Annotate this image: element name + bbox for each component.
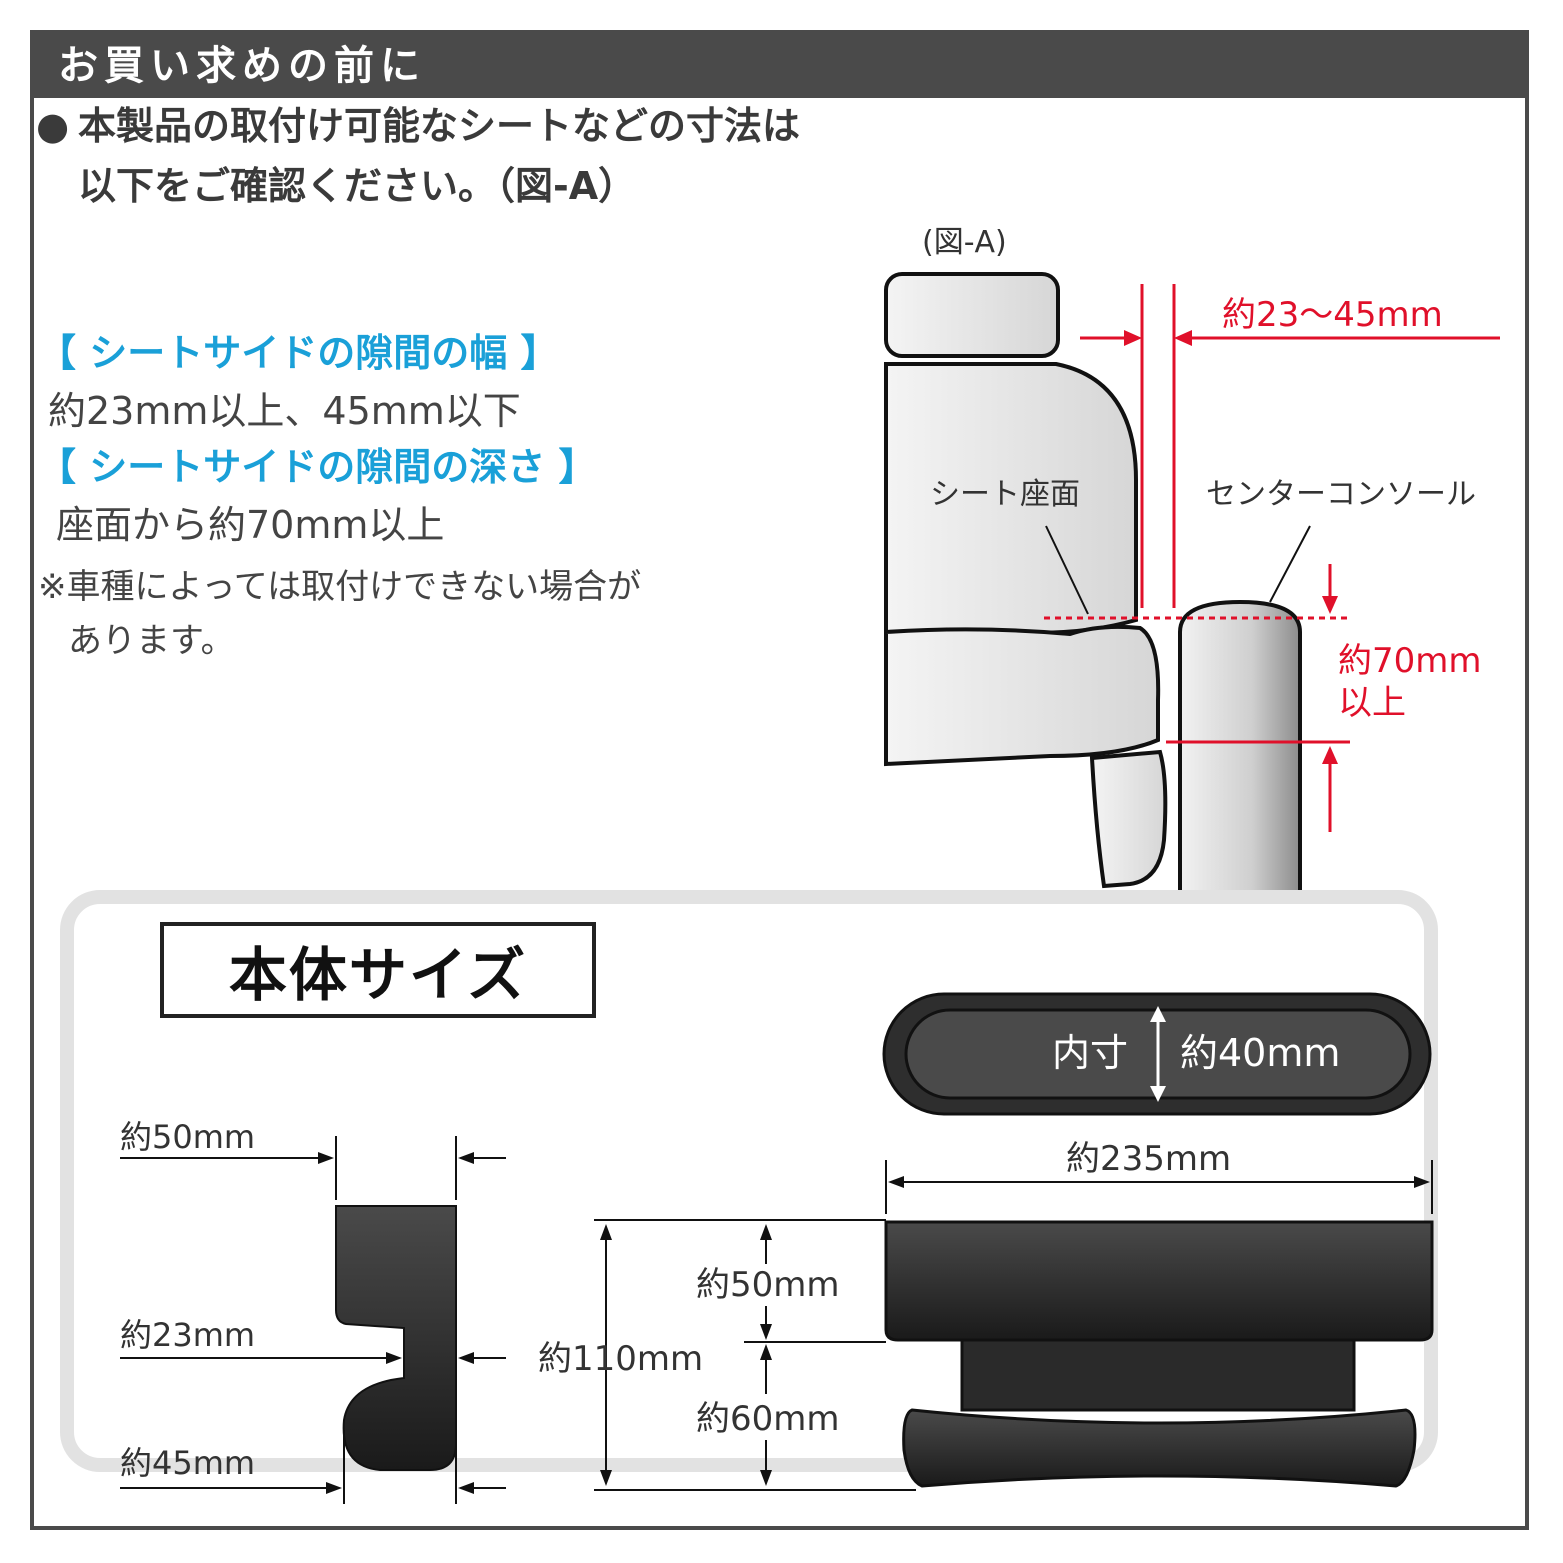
side-top-arrowhead-left [318,1152,334,1164]
total-arrowhead-bottom [600,1470,612,1486]
seat-surface-leader [1045,525,1089,615]
inner-size-label: 内寸 [1052,1031,1128,1075]
total-height-label: 約110mm [538,1339,703,1379]
console-leader [1269,525,1311,603]
seat-surface-label: シート座面 [930,477,1080,512]
note-line-1: ※車種によっては取付けできない場合が [38,567,642,607]
gap-arrowhead-right [1174,330,1192,346]
front-upper-block [884,1220,1434,1342]
inner-arrowhead-top [1150,1006,1166,1022]
depth-arrowhead-top [1322,596,1338,614]
side-gap-arrowhead-left [386,1352,402,1364]
side-gap-arrowhead-right [458,1352,474,1364]
bullet-icon: ● [36,104,70,148]
body-size-title: 本体サイズ [228,941,528,1009]
intro-line-2: 以下をご確認ください。（図-A） [78,164,637,208]
front-width-arrowhead-left [888,1176,904,1188]
note-line-2: あります。 [68,621,235,661]
side-top-arrowhead-right [458,1152,474,1164]
side-profile [335,1205,457,1471]
gap-arrowhead-left [1124,330,1142,346]
depth-arrowhead-bottom [1322,746,1338,764]
lower-arrowhead-top [760,1344,772,1360]
side-bottom-width-label: 約45mm [120,1444,255,1482]
front-width-label: 約235mm [1066,1139,1231,1179]
depth-label-1: 約70mm [1338,641,1482,681]
side-top-width-label: 約50mm [120,1118,255,1156]
compatibility-note: ※車種によっては取付けできない場合が あります。 [38,560,641,668]
front-width-arrowhead-right [1414,1176,1430,1188]
figure-a-caption: (図-A) [922,225,1007,260]
upper-arrowhead-bottom [760,1324,772,1340]
center-console [1178,599,1302,896]
headrest [884,272,1060,358]
lower-height-label: 約60mm [696,1399,840,1439]
depth-label-2: 以上 [1338,683,1406,723]
console-label: センターコンソール [1206,477,1476,512]
body-size-title-box: 本体サイズ [160,922,596,1018]
header-title: お買い求めの前に [58,43,426,89]
total-arrowhead-top [600,1224,612,1240]
upper-arrowhead-top [760,1224,772,1240]
gap-width-value: 約23mm以上、45mm以下 [48,389,521,433]
gap-depth-heading: 【 シートサイドの隙間の深さ 】 [38,445,597,489]
side-gap-label: 約23mm [120,1316,255,1354]
intro-line-1: 本製品の取付け可能なシートなどの寸法は [78,104,801,148]
front-middle-block [960,1338,1356,1412]
gap-width-label: 約23〜45mm [1222,295,1443,335]
gap-width-heading: 【 シートサイドの隙間の幅 】 [38,331,559,375]
inner-size-value: 約40mm [1180,1031,1340,1075]
side-bottom-arrowhead-right [458,1482,474,1494]
seat-base [1089,749,1168,889]
upper-height-label: 約50mm [696,1265,840,1305]
seat-cushion [884,624,1161,767]
header-bar: お買い求めの前に [34,34,1525,98]
lower-arrowhead-bottom [760,1470,772,1486]
front-lower-block [902,1408,1417,1488]
side-bottom-arrowhead-left [326,1482,342,1494]
inner-arrowhead-bottom [1150,1086,1166,1102]
intro-text: ●本製品の取付け可能なシートなどの寸法は 以下をご確認ください。（図-A） [36,96,800,216]
gap-depth-value: 座面から約70mm以上 [56,503,445,547]
